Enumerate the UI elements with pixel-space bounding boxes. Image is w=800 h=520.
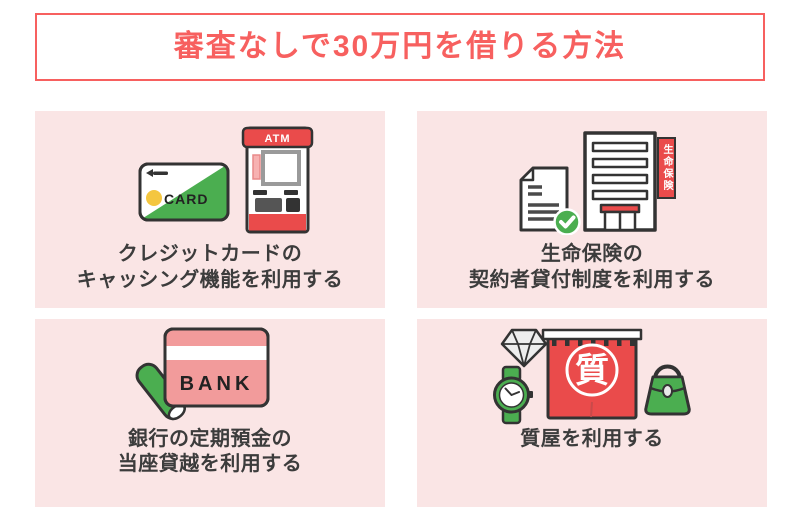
caption-line: 銀行の定期預金の: [128, 428, 292, 450]
handbag-icon: [644, 364, 691, 416]
check-mark: [559, 215, 576, 229]
caption-line: クレジットカードの: [117, 243, 303, 265]
noren-split: [590, 401, 593, 418]
credit-card-icon: CARD: [138, 162, 230, 222]
atm-card-slot: [252, 154, 261, 180]
card-arrow-bar: [153, 171, 168, 175]
watch-icon: [493, 365, 533, 425]
insurance-illustration: 生命保険: [485, 125, 699, 235]
document-fold: [519, 166, 535, 182]
building-window: [591, 189, 649, 201]
atm-keypad-grid: [286, 198, 300, 212]
pawnshop-noren-icon: 質: [541, 328, 643, 420]
caption-line: 質屋を利用する: [520, 428, 664, 450]
diamond-facets: [502, 329, 546, 367]
credit-card-atm-svg: ATM CARD: [138, 126, 314, 234]
caption-line: キャッシング機能を利用する: [76, 269, 344, 291]
building-window: [591, 173, 649, 185]
noren-circle: [565, 343, 619, 397]
bank-illustration: BANK: [103, 325, 317, 425]
panel-pawnshop: 質 質屋を利用する: [417, 319, 767, 507]
handbag-clasp: [662, 384, 673, 398]
insurance-building-icon: [583, 131, 657, 232]
bank-card-outline: [163, 327, 270, 408]
panel-caption: 質屋を利用する: [417, 427, 767, 452]
insurance-svg: [519, 131, 657, 235]
diamond-icon: [500, 328, 548, 368]
check-badge-icon: [553, 208, 581, 235]
pawnshop-illustration: 質: [472, 325, 712, 425]
pawnshop-svg: 質: [493, 328, 691, 425]
bank-card-icon: BANK: [163, 327, 270, 408]
building-window: [591, 141, 649, 153]
atm-base: [249, 214, 306, 231]
card-green-corner: [140, 164, 228, 220]
card-label: CARD: [164, 191, 208, 207]
watch-hands: [504, 387, 520, 396]
atm-slot-left: [253, 190, 267, 195]
atm-icon: ATM: [241, 126, 314, 234]
atm-header: [241, 126, 314, 149]
title-box: 審査なしで30万円を借りる方法: [35, 13, 765, 81]
panel-life-insurance-loan: 生命保険 生命保険の 契約者貸付制度を利用する: [417, 111, 767, 308]
noren-label: 質: [575, 352, 609, 390]
card-arrow-icon: [146, 169, 153, 177]
insurance-banner: 生命保険: [657, 137, 676, 199]
building-window: [591, 157, 649, 169]
bank-label: BANK: [180, 373, 254, 395]
noren-rail: [541, 328, 643, 341]
caption-line: 契約者貸付制度を利用する: [469, 269, 715, 291]
panel-caption: 銀行の定期預金の 当座貸越を利用する: [35, 427, 385, 477]
noren-hooks: [552, 338, 635, 346]
card-chip: [146, 190, 162, 206]
atm-keypad: [255, 198, 282, 212]
atm-slot-right: [284, 190, 298, 195]
atm-screen: [261, 150, 301, 186]
caption-line: 生命保険の: [540, 243, 644, 265]
diamond-body: [500, 328, 548, 368]
card-outline: [138, 162, 230, 222]
panel-credit-card-cashing: ATM CARD: [35, 111, 385, 308]
document-check-icon: [519, 166, 581, 235]
credit-card-atm-illustration: ATM CARD: [103, 125, 317, 235]
caption-line: 当座貸越を利用する: [117, 453, 303, 475]
bank-card-stripe: [165, 346, 268, 360]
bank-card-svg: BANK: [135, 327, 270, 421]
panel-caption: クレジットカードの キャッシング機能を利用する: [35, 241, 385, 293]
handbag-handle: [653, 364, 682, 380]
atm-label: ATM: [264, 133, 290, 145]
panel-bank-overdraft: BANK 銀行の定期預金の 当座貸越を利用する: [35, 319, 385, 507]
page-title: 審査なしで30万円を借りる方法: [173, 30, 627, 63]
panel-caption: 生命保険の 契約者貸付制度を利用する: [417, 241, 767, 293]
